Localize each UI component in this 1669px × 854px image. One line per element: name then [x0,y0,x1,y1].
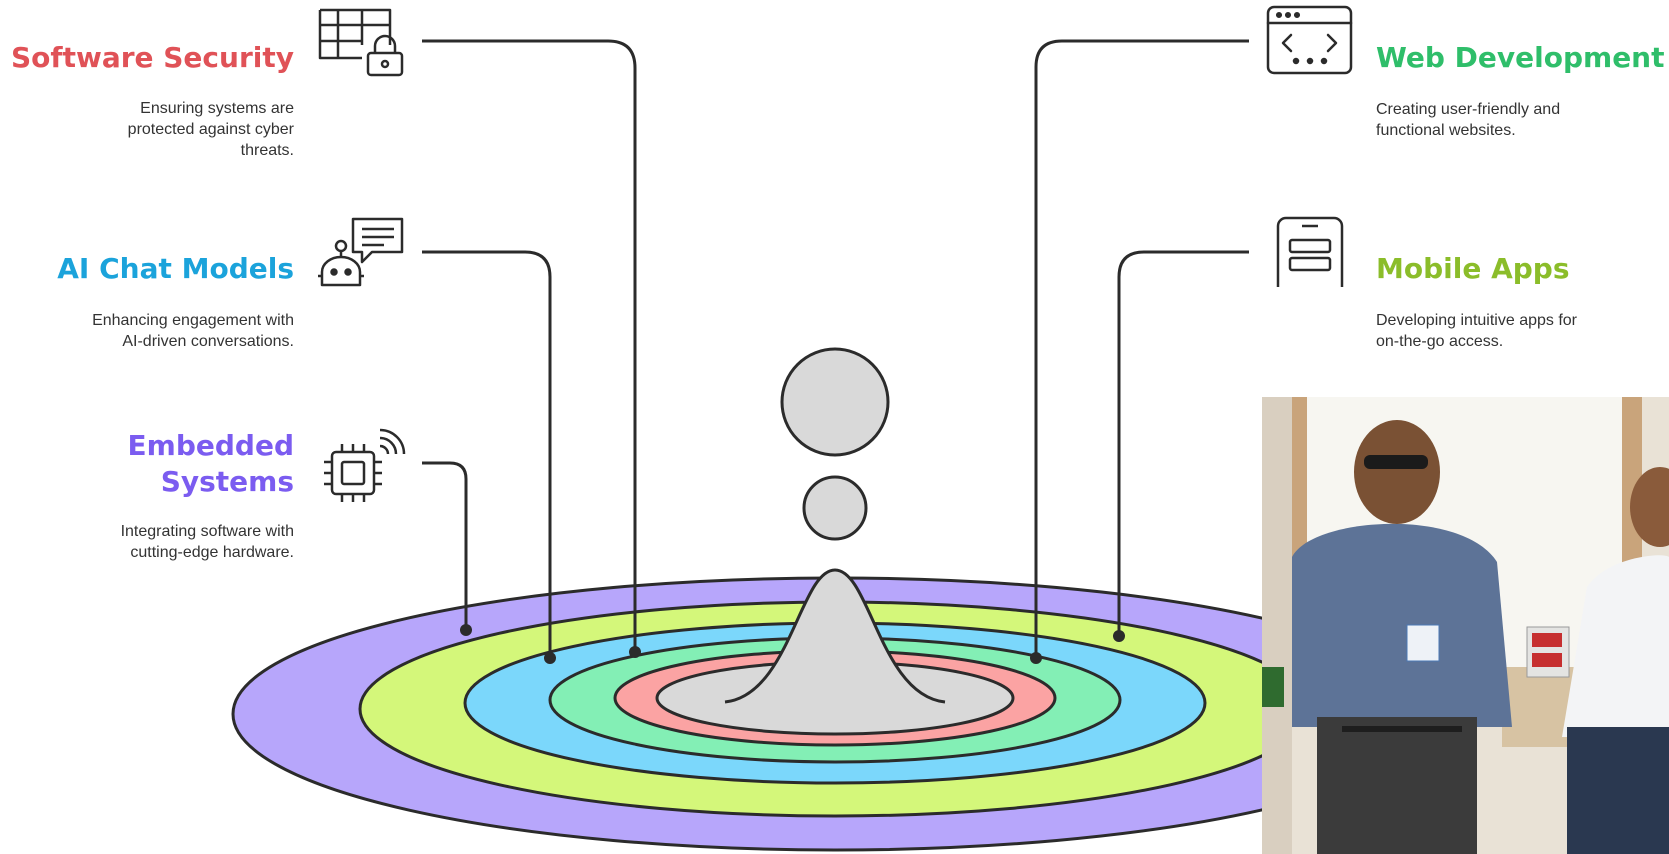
browser-code-icon [1266,5,1353,75]
desc-line: cutting-edge hardware. [130,544,294,561]
title-line: Embedded [127,429,294,462]
connector-ai-chat-models [422,250,552,658]
desc-embedded-systems: Integrating software with cutting-edge h… [0,521,294,563]
desc-ai-chat-models: Enhancing engagement with AI-driven conv… [0,310,294,352]
title-line: Systems [160,465,294,498]
dot-mobile-apps [1113,630,1125,642]
connector-dots [460,624,1125,664]
desc-mobile-apps: Developing intuitive apps for on-the-go … [1376,310,1669,352]
desc-line: Creating user-friendly and [1376,101,1561,118]
title-web-development: Web Development [1376,41,1665,74]
droplet-large [780,347,890,457]
dot-ai-chat-models [544,652,556,664]
desc-line: on-the-go access. [1376,333,1504,350]
desc-line: functional websites. [1376,122,1516,139]
desc-line: Enhancing engagement with [92,312,294,329]
dot-software-security [629,646,641,658]
title-mobile-apps: Mobile Apps [1376,252,1570,285]
splash-peak [724,568,946,704]
desc-line: AI-driven conversations. [122,333,294,350]
photo-overlay [1262,397,1669,854]
title-ai-chat-models: AI Chat Models [57,252,294,285]
connector-software-security [422,39,637,652]
chatbot-icon [318,217,404,287]
desc-web-development: Creating user-friendly and functional we… [1376,99,1669,141]
dot-embedded-systems [460,624,472,636]
desc-line: protected against cyber [127,121,294,138]
ripple-rings [231,576,1439,852]
title-embedded-systems: Embedded Systems [0,428,294,500]
connectors [422,39,1249,658]
chip-signal-icon [324,428,406,502]
desc-line: threats. [240,142,294,159]
desc-line: Developing intuitive apps for [1376,312,1578,329]
desc-software-security: Ensuring systems are protected against c… [0,98,294,161]
mobile-phone-icon [1276,216,1344,287]
desc-line: Ensuring systems are [140,100,294,117]
connector-web-development [1034,39,1249,658]
connector-mobile-apps [1117,250,1249,636]
droplet-small [802,475,868,541]
photo-two-men-icon [1262,397,1669,854]
connector-embedded-systems [422,461,468,630]
dot-web-development [1030,652,1042,664]
spreadsheet-lock-icon [318,8,404,77]
desc-line: Integrating software with [120,523,294,540]
title-software-security: Software Security [10,41,294,74]
